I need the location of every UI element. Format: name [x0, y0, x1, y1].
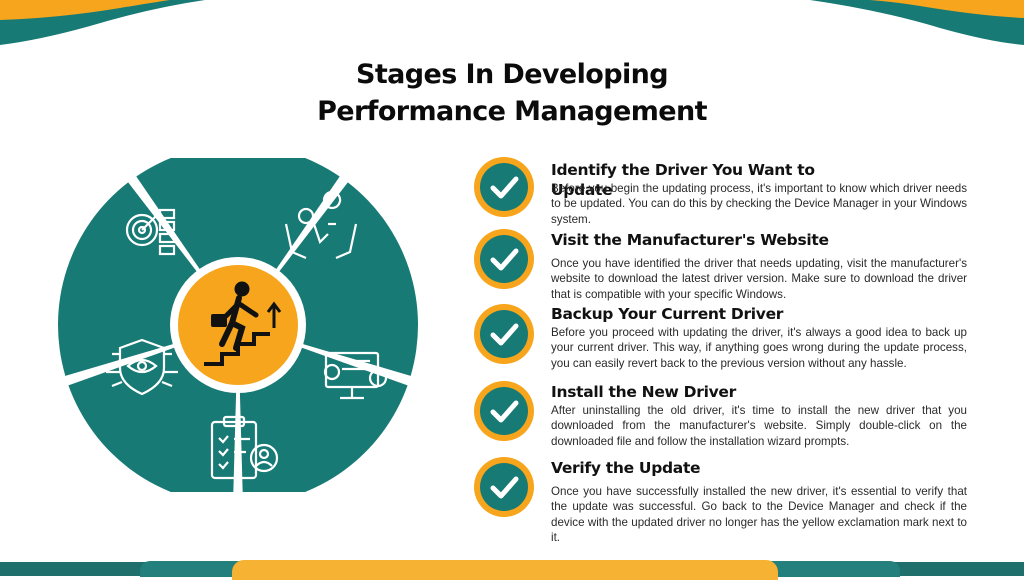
bottom-bar-accent	[232, 560, 778, 580]
check-icon	[490, 476, 519, 499]
check-icon	[490, 323, 519, 346]
check-icon	[490, 400, 519, 423]
climbing-stairs-icon	[204, 281, 282, 366]
hands-ideas-icon	[284, 190, 358, 260]
center-circle	[170, 257, 306, 393]
step-title-5: Verify the Update	[551, 459, 701, 477]
step-body-3: Before you proceed with updating the dri…	[551, 326, 967, 370]
top-decoration	[0, 0, 1024, 45]
clipboard-person-icon	[210, 415, 279, 480]
check-badge-4	[474, 381, 534, 441]
step-body-2: Once you have identified the driver that…	[551, 257, 967, 301]
wheel-segment	[278, 182, 418, 376]
check-badge-2	[474, 229, 534, 289]
step-title-1: Identify the Driver You Want to Update	[551, 161, 815, 199]
wheel-segment	[68, 347, 237, 492]
check-icon	[490, 176, 519, 199]
presentation-board-icon	[323, 351, 388, 400]
shield-eye-icon	[106, 338, 178, 396]
page-title: Stages In Developing Performance Managem…	[262, 56, 762, 130]
wheel-segments	[57, 158, 418, 492]
check-icon	[490, 248, 519, 271]
page-title-line1: Stages In Developing	[356, 59, 669, 90]
target-checklist-icon	[125, 208, 176, 256]
step-body-4: After uninstalling the old driver, it's …	[551, 404, 967, 448]
page-title-line2: Performance Management	[317, 96, 707, 127]
check-badge-5	[474, 457, 534, 517]
step-body-5: Once you have successfully installed the…	[551, 485, 967, 545]
check-badge-1	[474, 157, 534, 217]
step-title-4: Install the New Driver	[551, 383, 736, 401]
step-title-3: Backup Your Current Driver	[551, 305, 784, 323]
step-body-1: Before you begin the updating process, i…	[551, 182, 967, 226]
stages-wheel	[57, 158, 418, 492]
step-title-2: Visit the Manufacturer's Website	[551, 231, 829, 249]
check-badge-3	[474, 304, 534, 364]
wheel-segment	[239, 347, 408, 492]
